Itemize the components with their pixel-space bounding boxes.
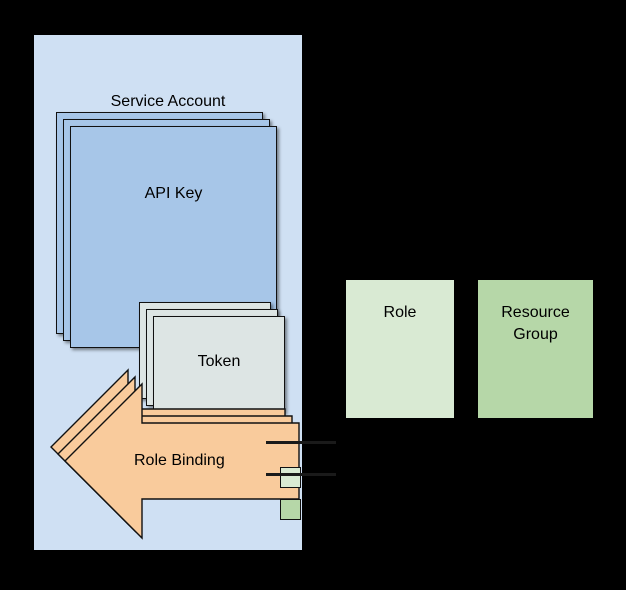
api-key-label: API Key: [144, 185, 203, 202]
service-account-label: Service Account: [110, 93, 226, 110]
api-key-card-front[interactable]: API Key Token: [70, 126, 285, 413]
role-box[interactable]: Role: [346, 280, 454, 418]
resource-group-port-icon[interactable]: [280, 499, 301, 520]
token-card-front[interactable]: Token: [153, 316, 285, 413]
service-account-container[interactable]: Service Account API Key Token Role Bindi…: [34, 35, 302, 550]
connector-role-binding-to-role: [266, 441, 336, 444]
role-binding-arrow-front[interactable]: [64, 379, 300, 542]
connector-role-binding-to-resource-group: [266, 473, 336, 476]
token-label: Token: [197, 353, 241, 370]
resource-group-box[interactable]: Resource Group: [478, 280, 593, 418]
role-port-icon[interactable]: [280, 467, 301, 488]
